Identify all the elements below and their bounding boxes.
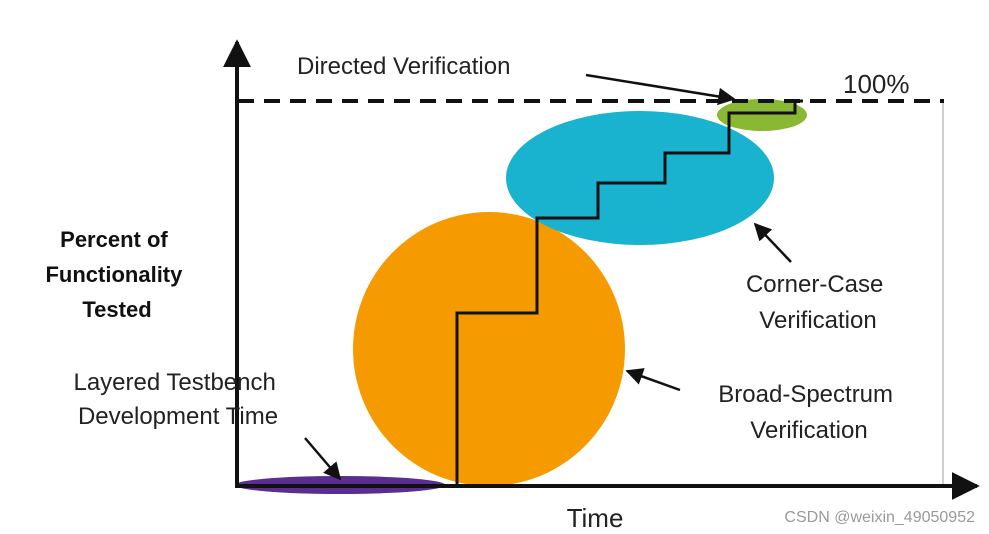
broad-spectrum-pointer-arrow: [625, 368, 681, 392]
x-axis-label: Time: [567, 503, 624, 533]
coverage-staircase: [455, 99, 803, 486]
corner-case-verification-label: Corner-Case Verification: [746, 271, 890, 334]
y-axis-label: Percent of Functionality Tested: [45, 227, 188, 322]
corner-case-pointer-arrow: [753, 222, 792, 263]
watermark: CSDN @weixin_49050952: [784, 509, 975, 526]
broad-spectrum-verification-label: Broad-Spectrum Verification: [718, 381, 899, 444]
y-axis-label-line: Functionality: [45, 262, 183, 287]
layered-testbench-label: Layered Testbench Development Time: [73, 369, 282, 430]
directed-pointer-arrow: [585, 73, 736, 106]
directed-verification-label: Directed Verification: [297, 53, 510, 80]
corner-case-region: [506, 111, 774, 245]
directed-region: [717, 99, 807, 131]
layered-testbench-pointer-arrow: [304, 437, 342, 481]
max-percent-label: 100%: [843, 69, 910, 99]
y-axis-label-line: Percent of: [60, 227, 168, 252]
y-axis-label-line: Tested: [82, 297, 151, 322]
broad-spectrum-region: [353, 212, 625, 486]
